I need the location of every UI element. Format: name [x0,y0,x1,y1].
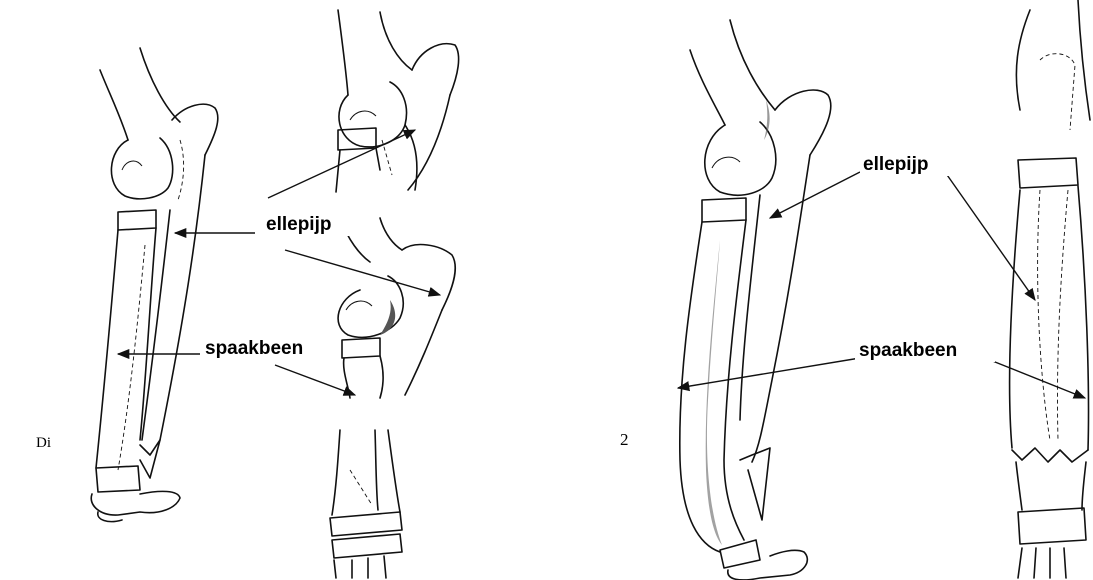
right-front-view-drawing [1010,0,1090,578]
middle-elbow-bottom-drawing [338,218,455,398]
arrow-ellepijp-right-a [770,172,860,218]
panel-right-id: 2 [620,430,629,449]
right-forelimb-drawing [680,20,831,580]
label-ellepijp-right: ellepijp [863,154,928,175]
label-ellepijp-left: ellepijp [266,214,331,235]
panel-left-id: Di [36,435,51,451]
arrow-ellepijp-upper [268,130,415,198]
arrow-ellepijp-right-b [945,172,1035,300]
left-forelimb-drawing [91,48,218,522]
label-spaakbeen-left: spaakbeen [205,338,303,359]
arrow-spaakbeen-right-b [990,360,1085,398]
arrow-spaakbeen-middle [275,365,355,395]
arrow-spaakbeen-right-a [678,358,860,388]
middle-wrist-drawing [330,430,402,578]
middle-elbow-top-drawing [336,10,459,192]
label-spaakbeen-right: spaakbeen [859,340,957,361]
arrow-ellepijp-lower [285,250,440,295]
labels: ellepijp spaakbeen ellepijp spaakbeen Di… [36,148,995,451]
